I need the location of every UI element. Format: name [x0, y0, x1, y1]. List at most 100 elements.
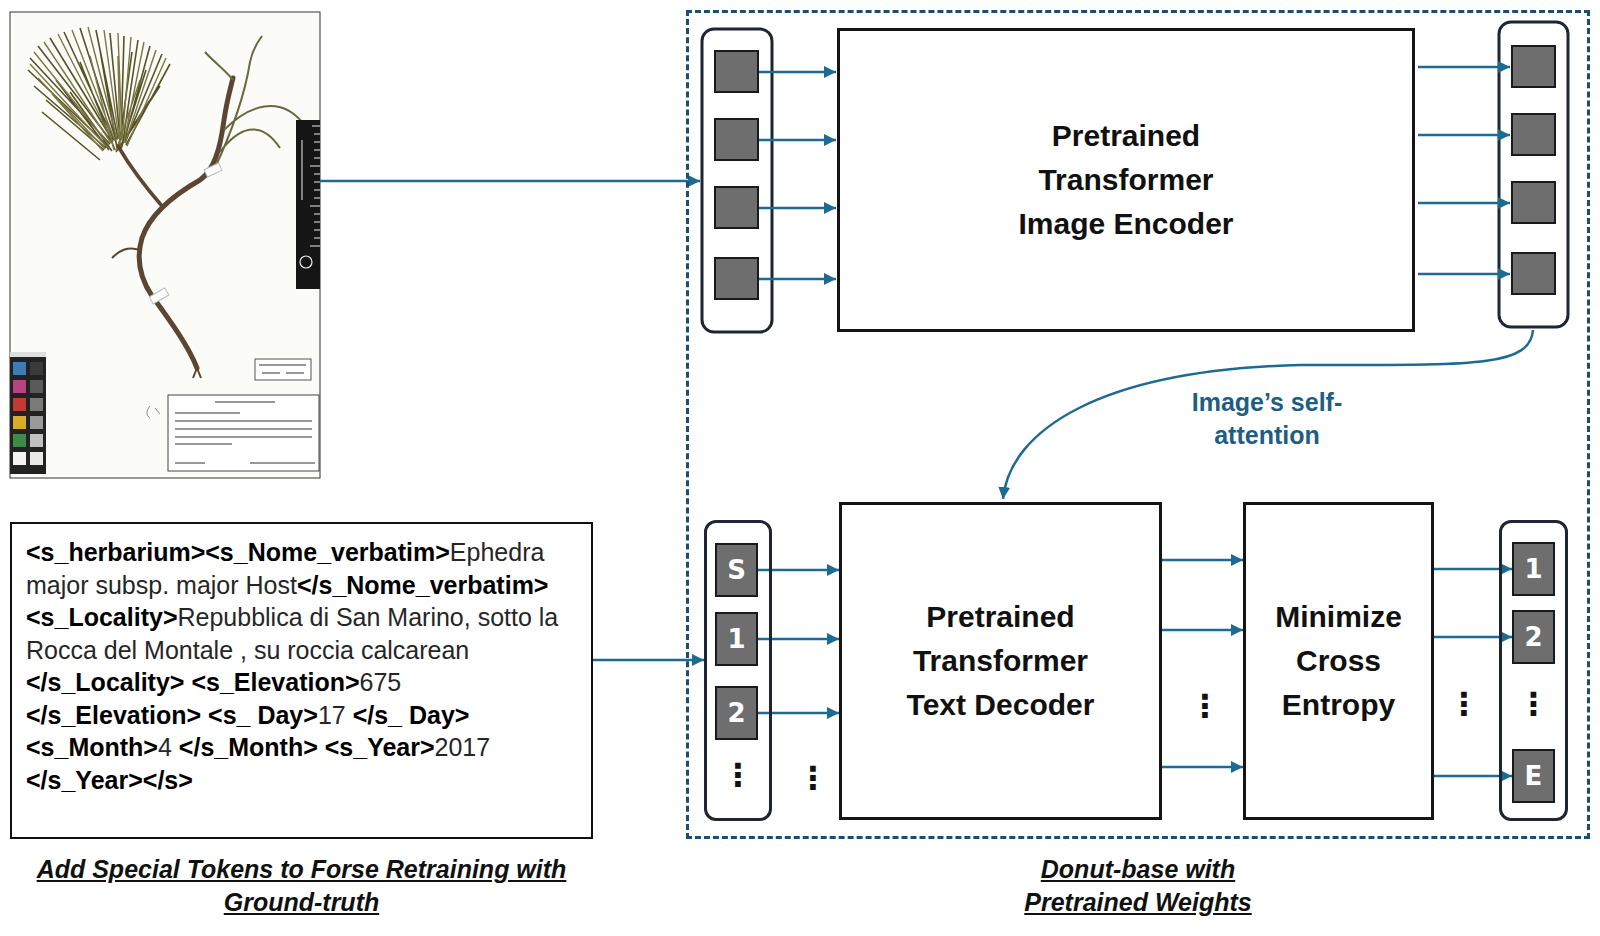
special-token: </s_Year>: [26, 766, 143, 794]
special-token: </s_Month>: [179, 733, 318, 761]
node-label: 2: [1524, 622, 1542, 652]
attention-arrow: [1003, 330, 1533, 499]
ellipsis-mark: ⋮: [797, 758, 829, 798]
ruler-ticks: [302, 126, 320, 246]
decoder-box: Pretrained Transformer Text Decoder: [839, 502, 1162, 820]
label-writing: [259, 365, 306, 373]
pencil-note: [147, 406, 160, 418]
flow-arrow: [1162, 766, 1243, 769]
token-box: 1: [715, 612, 758, 666]
field-value: 2017: [435, 733, 491, 761]
attention-label: Image’s self-attention: [1167, 386, 1367, 451]
input-arrow: [320, 180, 700, 183]
label-holder: Image’s self-attention: [1167, 386, 1367, 451]
mounting-tape: [149, 288, 169, 304]
color-patch: [13, 380, 26, 393]
embedding-token: [1512, 46, 1555, 87]
node-label: 1: [727, 624, 745, 654]
token-arrow: [1418, 273, 1510, 276]
caption-text: Donut-base with Pretrained Weights: [988, 853, 1288, 918]
special-token: <s_Year>: [325, 733, 435, 761]
node-label: ⋮: [1502, 684, 1565, 724]
photo-frame: [10, 12, 320, 478]
embedding-token: [1512, 114, 1555, 155]
color-patch: [13, 398, 26, 411]
loss-box: Minimize Cross Entropy: [1243, 502, 1434, 820]
special-token: <s_Month>: [26, 733, 158, 761]
flow-arrow: [1162, 629, 1243, 632]
special-token: </s_Locality>: [26, 668, 184, 696]
node-label: Pretrained Transformer Text Decoder: [881, 595, 1121, 727]
token-box: 2: [715, 686, 758, 740]
plant-branch: [205, 36, 302, 170]
mounting-tape: [204, 163, 222, 177]
special-token: <s_Nome_verbatim>: [205, 538, 450, 566]
token-arrow: [1418, 202, 1510, 205]
node-label: Minimize Cross Entropy: [1246, 595, 1431, 727]
plant-needles: [30, 27, 166, 151]
node-label: 2: [727, 698, 745, 728]
color-patch: [30, 398, 43, 411]
special-token: <s_ Day>: [208, 701, 318, 729]
special-token: <s_Elevation>: [191, 668, 359, 696]
special-token: <s_Locality>: [26, 603, 177, 631]
plant-branch: [118, 146, 162, 206]
color-patch: [13, 434, 26, 447]
embedding-token: [1512, 182, 1555, 223]
node-label: S: [727, 555, 746, 585]
token-arrow: [1418, 134, 1510, 137]
checker-strip: [10, 352, 46, 357]
herbarium-label: [168, 395, 319, 471]
special-token: <s_herbarium>: [26, 538, 205, 566]
barcode-label: [255, 359, 311, 380]
color-patch: [30, 362, 43, 375]
plant-twig: [112, 248, 201, 378]
field-value: [201, 701, 208, 729]
color-patch: [30, 380, 43, 393]
color-checker: [10, 352, 46, 474]
token-arrow: [759, 71, 836, 74]
node-label: ⋮: [707, 755, 769, 795]
label-writing: [175, 402, 315, 463]
special-token: </s_Elevation>: [26, 701, 201, 729]
field-value: [184, 668, 191, 696]
sequence-text: <s_herbarium><s_Nome_verbatim>Ephedra ma…: [26, 536, 577, 796]
special-token: </s>: [143, 766, 193, 794]
token-arrow: [1418, 66, 1510, 69]
patch-column: [702, 29, 772, 332]
label-holder: ⋮: [797, 758, 829, 798]
encoder-box: Pretrained Transformer Image Encoder: [837, 28, 1415, 332]
patch-token: [715, 258, 758, 299]
flow-arrow: [1162, 559, 1243, 562]
label-holder: ⋮: [1448, 684, 1480, 724]
node-label: Pretrained Transformer Image Encoder: [1006, 114, 1246, 246]
token-box: 1: [1512, 542, 1555, 596]
token-arrow: [759, 278, 836, 281]
node-label: 1: [1524, 554, 1542, 584]
scale-ruler: [296, 120, 320, 289]
token-box: E: [1512, 749, 1555, 803]
token-arrow: [759, 139, 836, 142]
field-value: 4: [158, 733, 179, 761]
plant-stem: [139, 78, 233, 368]
label-holder: ⋮: [1189, 686, 1221, 726]
field-value: [318, 733, 325, 761]
field-value: 17: [318, 701, 353, 729]
color-patch: [13, 416, 26, 429]
field-value: 675: [360, 668, 402, 696]
color-patches: [13, 362, 43, 465]
caption-text: Add Special Tokens to Forse Retraining w…: [26, 853, 577, 918]
ellipsis-mark: ⋮: [1189, 686, 1221, 726]
special-token: </s_ Day>: [353, 701, 470, 729]
node-label: E: [1525, 761, 1543, 791]
token-arrow: [759, 207, 836, 210]
color-patch: [13, 452, 26, 465]
ellipsis-mark: ⋮: [1448, 684, 1480, 724]
color-patch: [30, 452, 43, 465]
special-token: </s_Nome_verbatim>: [297, 571, 549, 599]
embedding-token: [1512, 253, 1555, 294]
patch-token: [715, 51, 758, 92]
patch-token: [715, 119, 758, 160]
specimen-photo: [10, 12, 320, 478]
ground-truth-box: <s_herbarium><s_Nome_verbatim>Ephedra ma…: [10, 522, 593, 839]
